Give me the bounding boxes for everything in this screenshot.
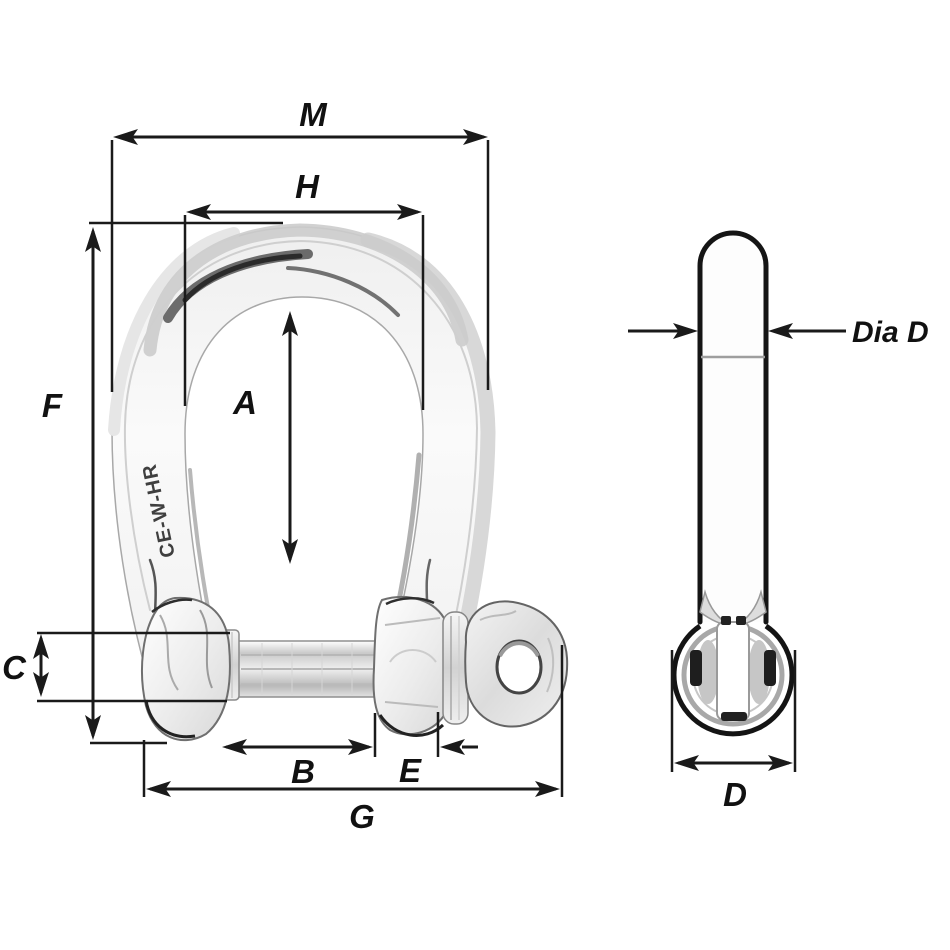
dimension-lines (39, 135, 846, 791)
extension-lines (37, 140, 797, 797)
right-lug (372, 596, 455, 737)
label-F: F (42, 387, 63, 424)
label-H: H (295, 168, 320, 205)
pin-slot (716, 621, 750, 721)
label-A: A (232, 384, 257, 421)
pin-eye-hole (495, 639, 543, 695)
pin-washer (442, 611, 469, 725)
label-G: G (349, 798, 375, 835)
pin-front (211, 629, 379, 701)
dimension-labels: M H F A C B E G D Dia D (2, 96, 929, 835)
label-B: B (291, 753, 315, 790)
label-M: M (299, 96, 328, 133)
pin-head-detail (681, 616, 785, 727)
front-view: CE-W-HR (108, 223, 569, 742)
label-C: C (2, 649, 27, 686)
side-view (671, 230, 795, 737)
pin-shaft-side (697, 230, 769, 625)
label-E: E (399, 752, 422, 789)
label-dia-D: Dia D (852, 316, 929, 349)
label-D: D (723, 776, 747, 813)
left-lug (141, 596, 231, 742)
pin-eye-front (442, 600, 569, 728)
